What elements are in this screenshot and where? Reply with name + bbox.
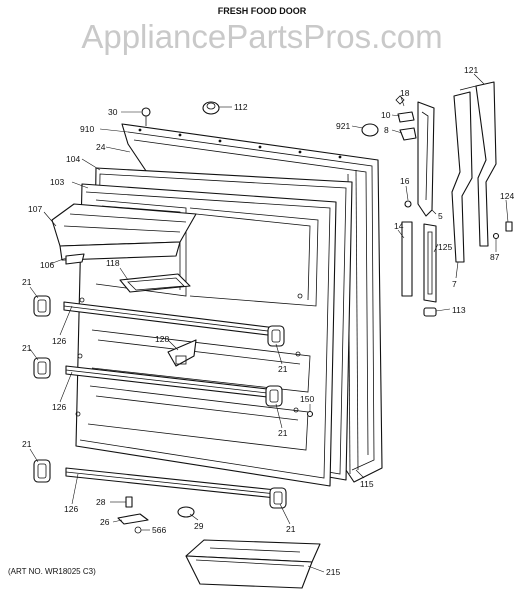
strip-14 <box>401 221 413 297</box>
callout-5: 5 <box>438 211 443 221</box>
callout-29: 29 <box>194 521 204 531</box>
strip-125 <box>423 223 437 303</box>
part-29 <box>177 506 195 518</box>
watermark: AppliancePartsPros.com <box>81 18 442 55</box>
callout-26: 26 <box>100 517 110 527</box>
part-113 <box>423 307 437 317</box>
shelf-end-caps <box>33 295 287 509</box>
bushing-10 <box>397 111 415 123</box>
callout-128: 128 <box>155 334 169 344</box>
callout-566: 566 <box>152 525 166 535</box>
door-bin <box>185 539 321 589</box>
callout-126-c: 126 <box>64 504 78 514</box>
hinge-7 <box>451 91 473 263</box>
hinge-bracket-5 <box>417 101 435 217</box>
callout-113: 113 <box>452 305 466 315</box>
callout-24: 24 <box>96 142 106 152</box>
callout-14: 14 <box>394 221 404 231</box>
callout-121: 121 <box>464 65 478 75</box>
callout-107: 107 <box>28 204 42 214</box>
callout-7: 7 <box>452 279 457 289</box>
screw-30 <box>141 107 151 126</box>
callout-21-b: 21 <box>22 343 32 353</box>
part-26 <box>117 513 149 525</box>
gasket-screws <box>138 128 342 159</box>
callout-126-b: 126 <box>52 402 66 412</box>
butter-tray <box>119 273 191 293</box>
part-8 <box>399 127 417 141</box>
leader-lines <box>29 73 509 573</box>
callout-921: 921 <box>336 121 350 131</box>
callout-21-c: 21 <box>22 439 32 449</box>
callout-106: 106 <box>40 260 54 270</box>
callout-21-f: 21 <box>286 524 296 534</box>
callout-215: 215 <box>326 567 340 577</box>
callout-126-a: 126 <box>52 336 66 346</box>
dairy-hinge <box>65 253 85 265</box>
callout-150: 150 <box>300 394 314 404</box>
callout-118: 118 <box>106 258 120 268</box>
screw-18 <box>395 95 405 105</box>
callout-8: 8 <box>384 125 389 135</box>
callout-125: 125 <box>438 242 452 252</box>
callout-21-d: 21 <box>278 364 288 374</box>
callout-103: 103 <box>50 177 64 187</box>
callout-10: 10 <box>381 110 391 120</box>
diagram-title: FRESH FOOD DOOR <box>218 6 307 16</box>
door-liner <box>75 183 337 487</box>
callout-21-a: 21 <box>22 277 32 287</box>
callout-115: 115 <box>360 479 374 489</box>
art-number: (ART NO. WR18025 C3) <box>8 567 96 576</box>
part-150 <box>306 410 314 418</box>
callout-87: 87 <box>490 252 500 262</box>
callout-104: 104 <box>66 154 80 164</box>
cap-921 <box>361 123 379 137</box>
callout-18: 18 <box>400 88 410 98</box>
plug-112 <box>202 101 220 115</box>
part-28 <box>125 496 133 508</box>
dairy-door <box>51 203 197 261</box>
part-566 <box>134 526 142 534</box>
callout-21-e: 21 <box>278 428 288 438</box>
callout-910: 910 <box>80 124 94 134</box>
callout-16: 16 <box>400 176 410 186</box>
screw-16 <box>404 200 412 208</box>
part-124 <box>505 221 513 232</box>
callout-30: 30 <box>108 107 118 117</box>
screw-87 <box>492 232 500 240</box>
center-clip <box>167 339 197 367</box>
callout-28: 28 <box>96 497 106 507</box>
callout-124: 124 <box>500 191 514 201</box>
callout-labels: 30 112 910 24 104 103 107 106 118 21 126… <box>22 65 514 577</box>
callout-112: 112 <box>234 102 248 112</box>
hinge-121 <box>475 81 497 247</box>
